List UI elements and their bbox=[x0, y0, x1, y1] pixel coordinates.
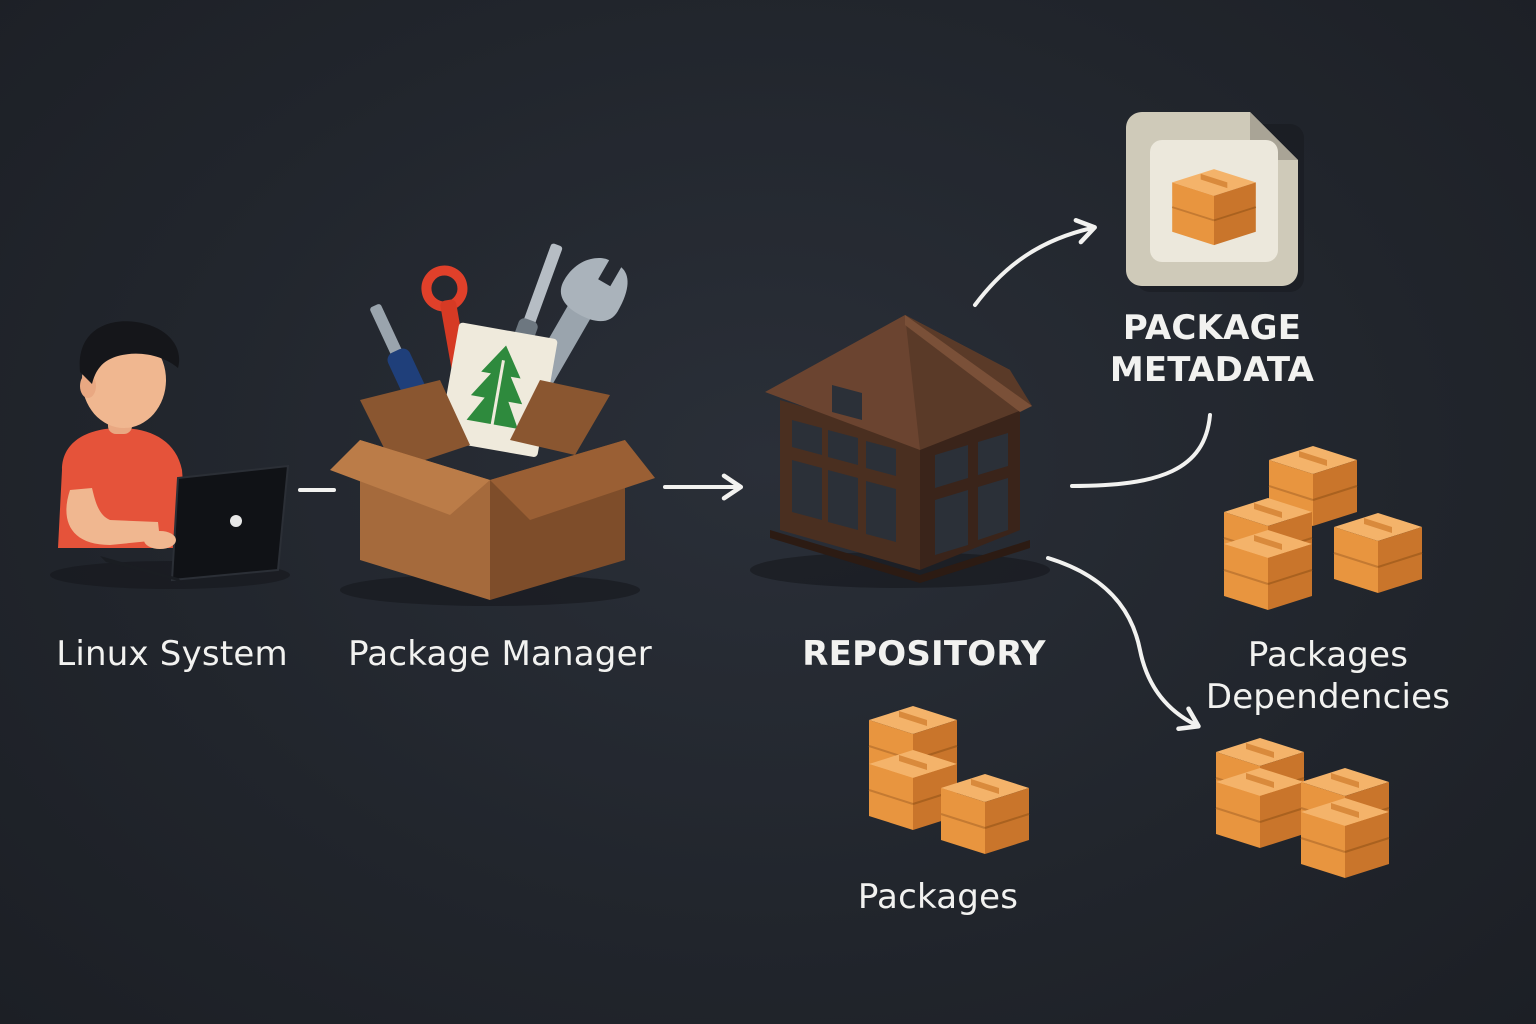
user-at-laptop-icon bbox=[50, 321, 290, 589]
label-package-metadata-line1: PACKAGE bbox=[1122, 308, 1302, 348]
connector-metadata-to-repository bbox=[1070, 413, 1212, 488]
cardboard-boxes-icon bbox=[1215, 737, 1390, 879]
metadata-document-icon bbox=[1126, 112, 1304, 292]
open-toolbox-icon bbox=[330, 243, 655, 606]
arrow-repository-to-dependencies bbox=[1046, 556, 1201, 731]
label-packages: Packages bbox=[857, 877, 1019, 917]
label-package-manager: Package Manager bbox=[348, 634, 652, 674]
label-packages-dependencies-line1: Packages bbox=[1247, 635, 1409, 675]
cardboard-boxes-icon bbox=[1223, 445, 1423, 611]
label-packages-dependencies: Packages Dependencies bbox=[1206, 634, 1450, 718]
label-package-metadata-line2: METADATA bbox=[1109, 350, 1315, 390]
label-package-metadata: PACKAGE METADATA bbox=[1110, 307, 1314, 391]
label-repository: REPOSITORY bbox=[802, 634, 1046, 674]
cardboard-boxes-icon bbox=[868, 705, 1030, 855]
arrow-repository-to-metadata bbox=[973, 217, 1097, 307]
warehouse-icon bbox=[750, 315, 1050, 588]
label-linux-system: Linux System bbox=[56, 634, 288, 674]
label-packages-dependencies-line2: Dependencies bbox=[1205, 677, 1451, 717]
